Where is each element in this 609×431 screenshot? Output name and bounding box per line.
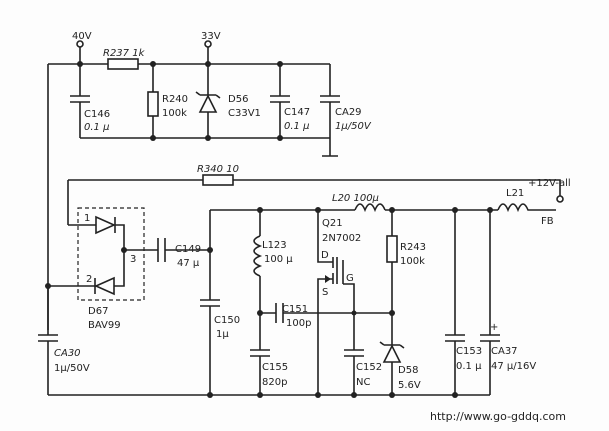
- q21-name: Q21: [322, 218, 343, 229]
- l123-name: L123: [262, 240, 287, 251]
- c150-capacitor: C150 1μ: [200, 250, 240, 395]
- d67-pin2: 2: [86, 274, 92, 285]
- r240-name: R240: [162, 94, 188, 105]
- rail-12v-label: +12V-all: [528, 178, 571, 189]
- r237-label: R237 1k: [103, 48, 146, 59]
- r240-resistor: R240 100k: [147, 64, 188, 138]
- c152-capacitor: C152 NC: [344, 313, 382, 395]
- d67-diode-pair: 1 2 3 D67 BAV99: [48, 207, 158, 331]
- d56-zener-diode: D56 C33V1: [195, 64, 261, 138]
- c153-value: 0.1 μ: [456, 361, 482, 372]
- l123-value: 100 μ: [264, 254, 293, 265]
- c149-value: 47 μ: [177, 258, 200, 269]
- c147-value: 0.1 μ: [284, 121, 309, 132]
- r243-name: R243: [400, 242, 426, 253]
- l21-inductor: L21 FB: [497, 188, 554, 227]
- c146-capacitor: C146 0.1 μ: [70, 64, 110, 138]
- ca30-capacitor: CA30 1μ/50V: [38, 286, 90, 395]
- d67-pin3: 3: [130, 254, 136, 265]
- c150-value: 1μ: [216, 329, 229, 340]
- c155-value: 820p: [262, 377, 287, 388]
- rail-33v: 33V: [201, 31, 221, 48]
- ca30-value: 1μ/50V: [54, 363, 90, 374]
- c150-name: C150: [214, 315, 240, 326]
- d56-value: C33V1: [228, 108, 261, 119]
- rail-33v-label: 33V: [201, 31, 221, 42]
- l20-label: L20 100μ: [332, 193, 379, 204]
- r243-resistor: R243 100k: [386, 210, 426, 313]
- watermark-url: http://www.go-gddq.com: [430, 410, 566, 423]
- c151-name: C151: [282, 304, 308, 315]
- q21-pin-g: G: [346, 273, 354, 284]
- c155-capacitor: C155 820p: [250, 313, 288, 395]
- rail-12v: +12V-all: [528, 178, 571, 203]
- c146-value: 0.1 μ: [84, 122, 109, 133]
- rail-40v: 40V: [72, 31, 92, 48]
- r340-label: R340 10: [197, 164, 239, 175]
- d67-pin1: 1: [84, 213, 90, 224]
- d67-value: BAV99: [88, 320, 121, 331]
- ca30-name: CA30: [54, 348, 81, 359]
- c147-name: C147: [284, 107, 310, 118]
- ca29-value: 1μ/50V: [335, 121, 372, 132]
- ca37-plus: +: [490, 322, 498, 333]
- top-rail-wire: [48, 47, 330, 65]
- r340-resistor: R340 10: [197, 164, 239, 186]
- c151-capacitor: C151 100p: [260, 303, 392, 329]
- d58-value: 5.6V: [398, 380, 421, 391]
- ca29-capacitor: CA29 1μ/50V: [320, 64, 372, 157]
- c152-value: NC: [356, 377, 370, 388]
- c151-value: 100p: [286, 318, 311, 329]
- ca29-name: CA29: [335, 107, 362, 118]
- q21-pin-d: D: [321, 250, 329, 261]
- d58-name: D58: [398, 365, 418, 376]
- r243-value: 100k: [400, 256, 425, 267]
- c147-capacitor: C147 0.1 μ: [270, 64, 310, 138]
- q21-pin-s: S: [322, 287, 328, 298]
- d67-name: D67: [88, 306, 108, 317]
- q21-value: 2N7002: [322, 233, 361, 244]
- d58-zener-diode: D58 5.6V: [379, 313, 421, 395]
- ca37-capacitor: + CA37 47 μ/16V: [480, 210, 536, 395]
- r237-resistor: R237 1k: [103, 48, 146, 70]
- l20-inductor: L20 100μ: [332, 193, 386, 213]
- rail-40v-label: 40V: [72, 31, 92, 42]
- c153-capacitor: C153 0.1 μ: [445, 210, 482, 395]
- c149-name: C149: [175, 244, 201, 255]
- c153-name: C153: [456, 346, 482, 357]
- q21-mosfet: Q21 2N7002 D S G: [317, 210, 361, 395]
- ca37-value: 47 μ/16V: [491, 361, 536, 372]
- fb-label: FB: [541, 216, 554, 227]
- r340-wire: [68, 179, 561, 196]
- d56-name: D56: [228, 94, 248, 105]
- c152-name: C152: [356, 362, 382, 373]
- c155-name: C155: [262, 362, 288, 373]
- c146-name: C146: [84, 109, 110, 120]
- r240-value: 100k: [162, 108, 187, 119]
- l123-inductor: L123 100 μ: [253, 210, 293, 313]
- c149-capacitor: C149 47 μ: [157, 238, 210, 269]
- l21-label: L21: [506, 188, 524, 199]
- ca37-name: CA37: [491, 346, 518, 357]
